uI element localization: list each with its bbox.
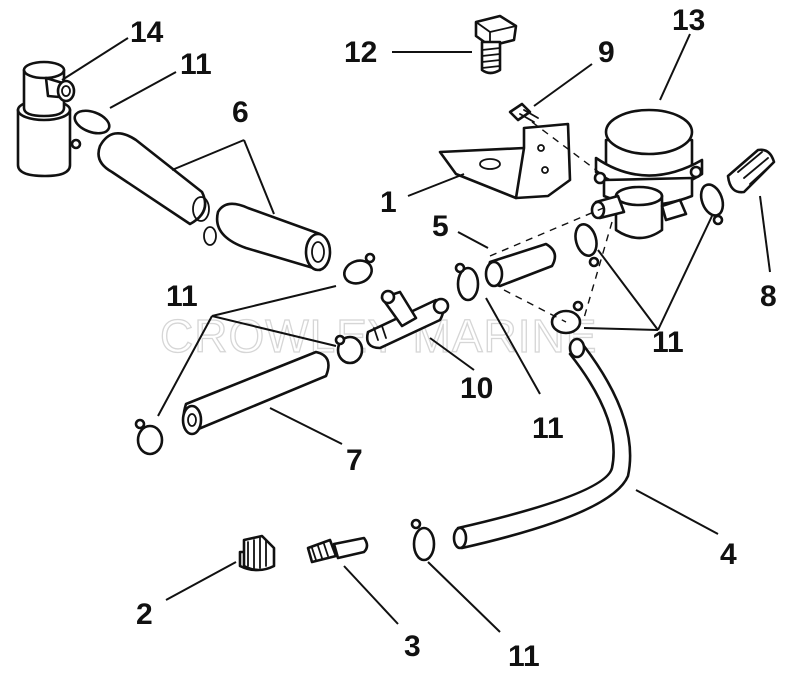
part-11-hose-clamp-g: [550, 300, 584, 335]
callout-4: 4: [720, 538, 737, 571]
part-3-hose-barb: [306, 536, 369, 564]
callout-13: 13: [672, 4, 705, 37]
callout-7: 7: [346, 444, 363, 477]
callout-10: 10: [460, 372, 493, 405]
part-11-hose-clamp-e: [454, 262, 480, 302]
callout-11-top: 11: [180, 48, 212, 81]
part-11-hose-clamp-a: [70, 109, 111, 150]
callout-11-left: 11: [166, 280, 198, 313]
part-10-tee-fitting: [365, 289, 450, 350]
callout-11-right: 11: [652, 326, 684, 359]
callout-14: 14: [130, 16, 164, 49]
callout-8: 8: [760, 280, 777, 313]
callout-3: 3: [404, 630, 421, 663]
part-11-hose-clamp-i: [410, 518, 436, 562]
callout-6: 6: [232, 96, 249, 129]
part-4-fuel-hose: [452, 337, 632, 550]
part-2-plug: [238, 534, 276, 572]
part-6-hoses: [97, 132, 332, 272]
part-11-hose-clamp-c: [334, 334, 364, 365]
part-14-elbow-fitting: [16, 60, 76, 178]
callout-labels: 14 11 6 12 9 13 1 5 8 11 11 10 11 7 4 2 …: [130, 4, 777, 673]
part-11-hose-clamp-h: [699, 183, 725, 226]
part-11-hose-clamp-f: [574, 223, 600, 268]
leader-lines: [61, 33, 771, 633]
part-11-hose-clamp-d: [134, 418, 164, 456]
part-11-hose-clamp-b: [343, 252, 376, 285]
callout-12: 12: [344, 36, 377, 69]
callout-2: 2: [136, 598, 153, 631]
callout-1: 1: [380, 186, 397, 219]
part-8-inline-filter: [726, 148, 776, 194]
part-1-mounting-bracket: [438, 122, 572, 200]
callout-5: 5: [432, 210, 449, 243]
part-13-fuel-filter-assembly: [590, 108, 704, 240]
callout-11-middle: 11: [532, 412, 564, 445]
callout-9: 9: [598, 36, 615, 69]
part-9-screw: [508, 102, 539, 123]
part-7-hose: [181, 350, 330, 436]
assembly-dashed-lines: [489, 121, 613, 323]
part-5-short-hose: [484, 242, 557, 288]
callout-11-bottom: 11: [508, 640, 540, 673]
part-12-bolt: [474, 14, 518, 75]
